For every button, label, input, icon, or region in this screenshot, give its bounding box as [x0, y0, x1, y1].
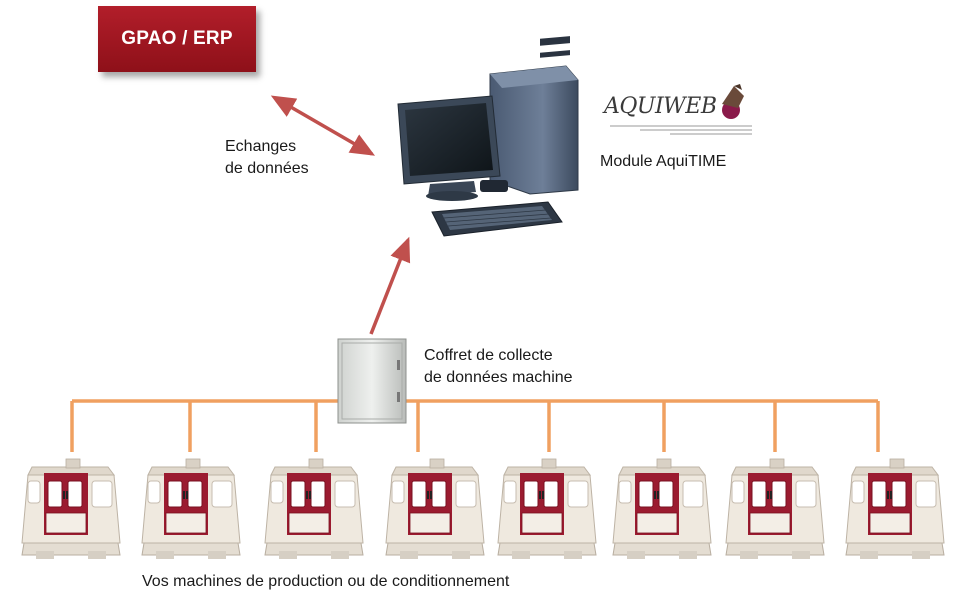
- collector-label-line2: de données machine: [424, 369, 573, 386]
- erp-box: GPAO / ERP: [98, 6, 256, 72]
- machine-row: [21, 458, 945, 560]
- eagle-icon: [722, 84, 744, 119]
- cnc-machine-icon: [141, 458, 241, 560]
- electrical-cabinet-icon: [337, 338, 407, 424]
- cnc-machine-icon: [21, 458, 121, 560]
- cnc-machine-icon: [497, 458, 597, 560]
- cnc-machine-icon: [385, 458, 485, 560]
- aquiweb-logo: AQUIWEB: [604, 94, 717, 119]
- machines-caption: Vos machines de production ou de conditi…: [142, 573, 510, 590]
- erp-label: GPAO / ERP: [121, 28, 233, 49]
- module-label: Module AquiTIME: [600, 153, 727, 170]
- collector-label-line1: Coffret de collecte: [424, 347, 553, 364]
- cnc-machine-icon: [725, 458, 825, 560]
- cnc-machine-icon: [264, 458, 364, 560]
- exchange-label-line1: Echanges: [225, 138, 297, 155]
- computer-icon: [397, 36, 579, 237]
- logo-underline: [610, 125, 752, 135]
- cnc-machine-icon: [612, 458, 712, 560]
- exchange-arrow: [270, 95, 376, 156]
- collector-label: Coffret de collecte de données machine: [424, 345, 573, 389]
- cnc-machine-icon: [845, 458, 945, 560]
- exchange-label-line2: de données: [225, 160, 309, 177]
- upload-arrow: [369, 236, 411, 335]
- exchange-label: Echanges de données: [225, 136, 309, 180]
- machine-bus: [70, 399, 880, 452]
